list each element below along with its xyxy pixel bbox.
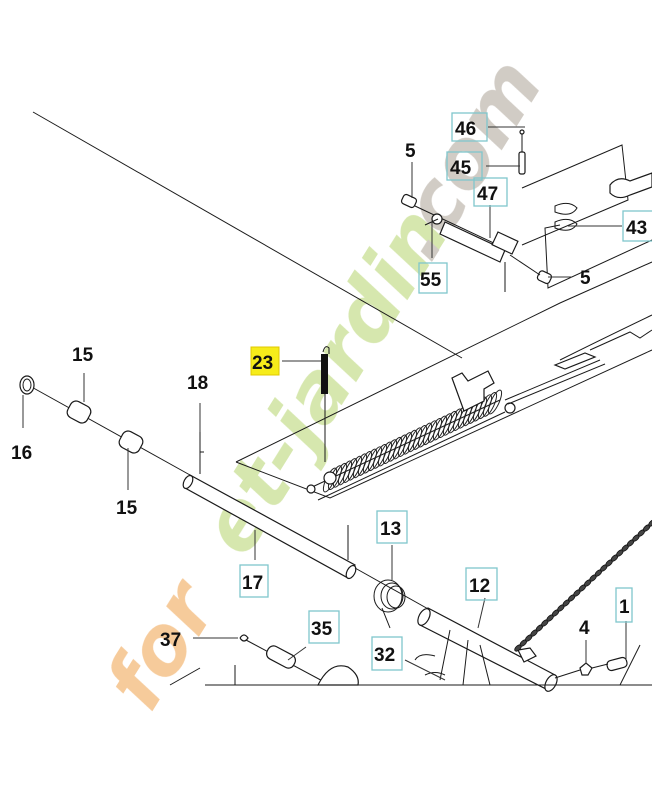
callout-1[interactable]: 1 xyxy=(615,587,633,623)
spring-coil xyxy=(487,389,503,415)
spring-assembly xyxy=(306,314,652,501)
lower-assembly xyxy=(205,519,652,692)
callout-17[interactable]: 17 xyxy=(239,564,269,598)
svg-text:45: 45 xyxy=(450,158,472,179)
svg-text:37: 37 xyxy=(160,630,181,651)
callout-4[interactable]: 4 xyxy=(579,618,590,639)
callout-5-right[interactable]: 5 xyxy=(580,268,591,289)
linkage-assembly xyxy=(400,129,652,292)
callout-45[interactable]: 45 xyxy=(446,151,483,181)
spring-coil xyxy=(482,391,498,417)
svg-text:12: 12 xyxy=(469,576,490,597)
drive-chain xyxy=(514,519,652,652)
svg-text:5: 5 xyxy=(405,141,416,162)
svg-text:43: 43 xyxy=(626,218,647,239)
callout-18[interactable]: 18 xyxy=(187,373,208,394)
callout-23-highlighted[interactable]: 23 xyxy=(250,346,280,376)
svg-text:32: 32 xyxy=(374,645,395,666)
callout-47[interactable]: 47 xyxy=(473,177,508,207)
svg-text:23: 23 xyxy=(252,353,273,374)
callout-37[interactable]: 37 xyxy=(160,630,181,651)
callout-5-top[interactable]: 5 xyxy=(405,141,416,162)
callout-15-bottom[interactable]: 15 xyxy=(116,498,138,519)
callout-55[interactable]: 55 xyxy=(418,262,448,294)
svg-text:16: 16 xyxy=(11,443,32,464)
callout-35[interactable]: 35 xyxy=(308,610,340,644)
callout-15-top[interactable]: 15 xyxy=(72,345,94,366)
shaft-assembly xyxy=(19,375,431,611)
svg-text:35: 35 xyxy=(311,619,333,640)
svg-text:47: 47 xyxy=(477,184,498,205)
callout-13[interactable]: 13 xyxy=(376,510,408,544)
leader-lines xyxy=(22,126,627,681)
svg-text:15: 15 xyxy=(116,498,138,519)
torsion-spring xyxy=(373,579,406,629)
callout-16[interactable]: 16 xyxy=(11,443,32,464)
svg-text:4: 4 xyxy=(579,618,590,639)
svg-text:18: 18 xyxy=(187,373,208,394)
svg-text:1: 1 xyxy=(619,597,630,618)
svg-text:13: 13 xyxy=(380,519,401,540)
callouts: 46 5 45 47 43 55 5 23 15 xyxy=(11,112,652,671)
callout-46[interactable]: 46 xyxy=(451,112,488,142)
svg-text:46: 46 xyxy=(455,119,476,140)
svg-text:15: 15 xyxy=(72,345,94,366)
svg-text:17: 17 xyxy=(242,573,263,594)
svg-text:5: 5 xyxy=(580,268,591,289)
svg-text:55: 55 xyxy=(420,270,442,291)
callout-12[interactable]: 12 xyxy=(465,567,498,601)
callout-32[interactable]: 32 xyxy=(371,636,403,671)
callout-43[interactable]: 43 xyxy=(622,210,652,242)
